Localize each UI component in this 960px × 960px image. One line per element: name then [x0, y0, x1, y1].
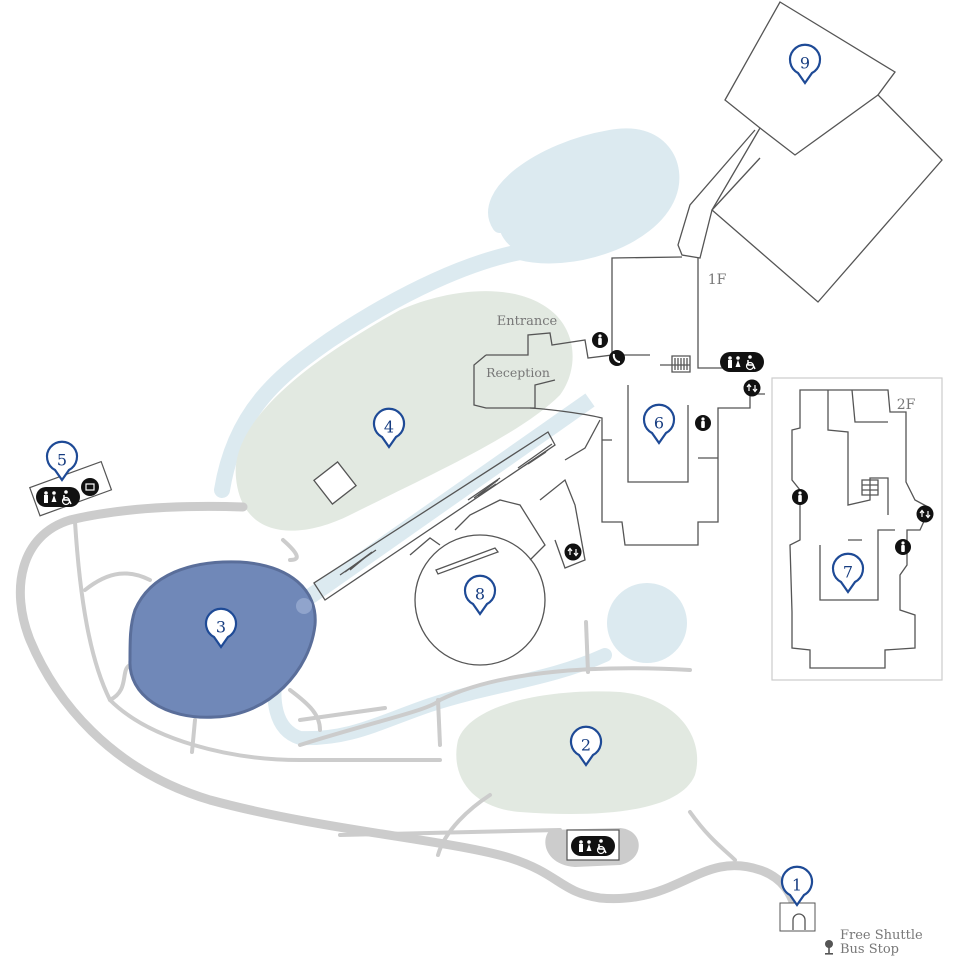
- marker-5[interactable]: 5: [45, 440, 79, 482]
- svg-text:9: 9: [800, 54, 810, 73]
- footpaths: [73, 520, 737, 862]
- bus-stop-icon: [825, 940, 833, 955]
- marker-2[interactable]: 2: [569, 725, 603, 767]
- info-icon[interactable]: [895, 539, 911, 555]
- lake-north: [497, 134, 674, 257]
- shuttle-label-1: Free Shuttle: [840, 928, 923, 943]
- svg-text:6: 6: [654, 414, 664, 433]
- locker-icon[interactable]: [81, 478, 99, 496]
- svg-text:7: 7: [843, 563, 853, 582]
- accessible-restroom-icon[interactable]: [570, 835, 616, 857]
- shuttle-shelter: [779, 902, 816, 932]
- pond-east: [607, 583, 687, 663]
- reception-label: Reception: [486, 365, 550, 380]
- svg-text:3: 3: [216, 618, 226, 637]
- svg-text:8: 8: [475, 585, 485, 604]
- marker-4[interactable]: 4: [372, 407, 406, 449]
- entrance-label: Entrance: [497, 314, 558, 329]
- building-1f: [313, 256, 765, 546]
- marker-8[interactable]: 8: [463, 574, 497, 616]
- floor-2f-label: 2F: [897, 397, 916, 413]
- marker-9[interactable]: 9: [788, 43, 822, 85]
- svg-text:4: 4: [384, 418, 394, 437]
- lawn-north: [235, 291, 573, 531]
- floor-1f-label: 1F: [708, 272, 727, 288]
- svg-text:1: 1: [792, 876, 802, 895]
- info-icon[interactable]: [695, 415, 711, 431]
- restroom-icon[interactable]: [719, 351, 765, 373]
- svg-text:2: 2: [581, 736, 591, 755]
- elevator-icon[interactable]: [915, 504, 935, 524]
- marker-3[interactable]: 3: [204, 607, 238, 649]
- shuttle-label-2: Bus Stop: [840, 942, 899, 957]
- marker-1[interactable]: 1: [780, 865, 814, 907]
- shuttle-arch: [792, 913, 806, 930]
- building-9: [677, 1, 943, 303]
- main-road: [15, 501, 805, 930]
- elevator-icon[interactable]: [563, 542, 583, 562]
- info-icon[interactable]: [592, 332, 608, 348]
- phone-icon[interactable]: [609, 350, 625, 366]
- elevator-icon[interactable]: [742, 378, 762, 398]
- svg-text:5: 5: [57, 451, 67, 470]
- pond-3-fountain: [296, 598, 312, 614]
- restroom-icon[interactable]: [792, 489, 808, 505]
- accessible-restroom-icon[interactable]: [35, 486, 81, 508]
- floor-2-inset: [771, 377, 943, 681]
- marker-7[interactable]: 7: [831, 552, 865, 594]
- marker-6[interactable]: 6: [642, 403, 676, 445]
